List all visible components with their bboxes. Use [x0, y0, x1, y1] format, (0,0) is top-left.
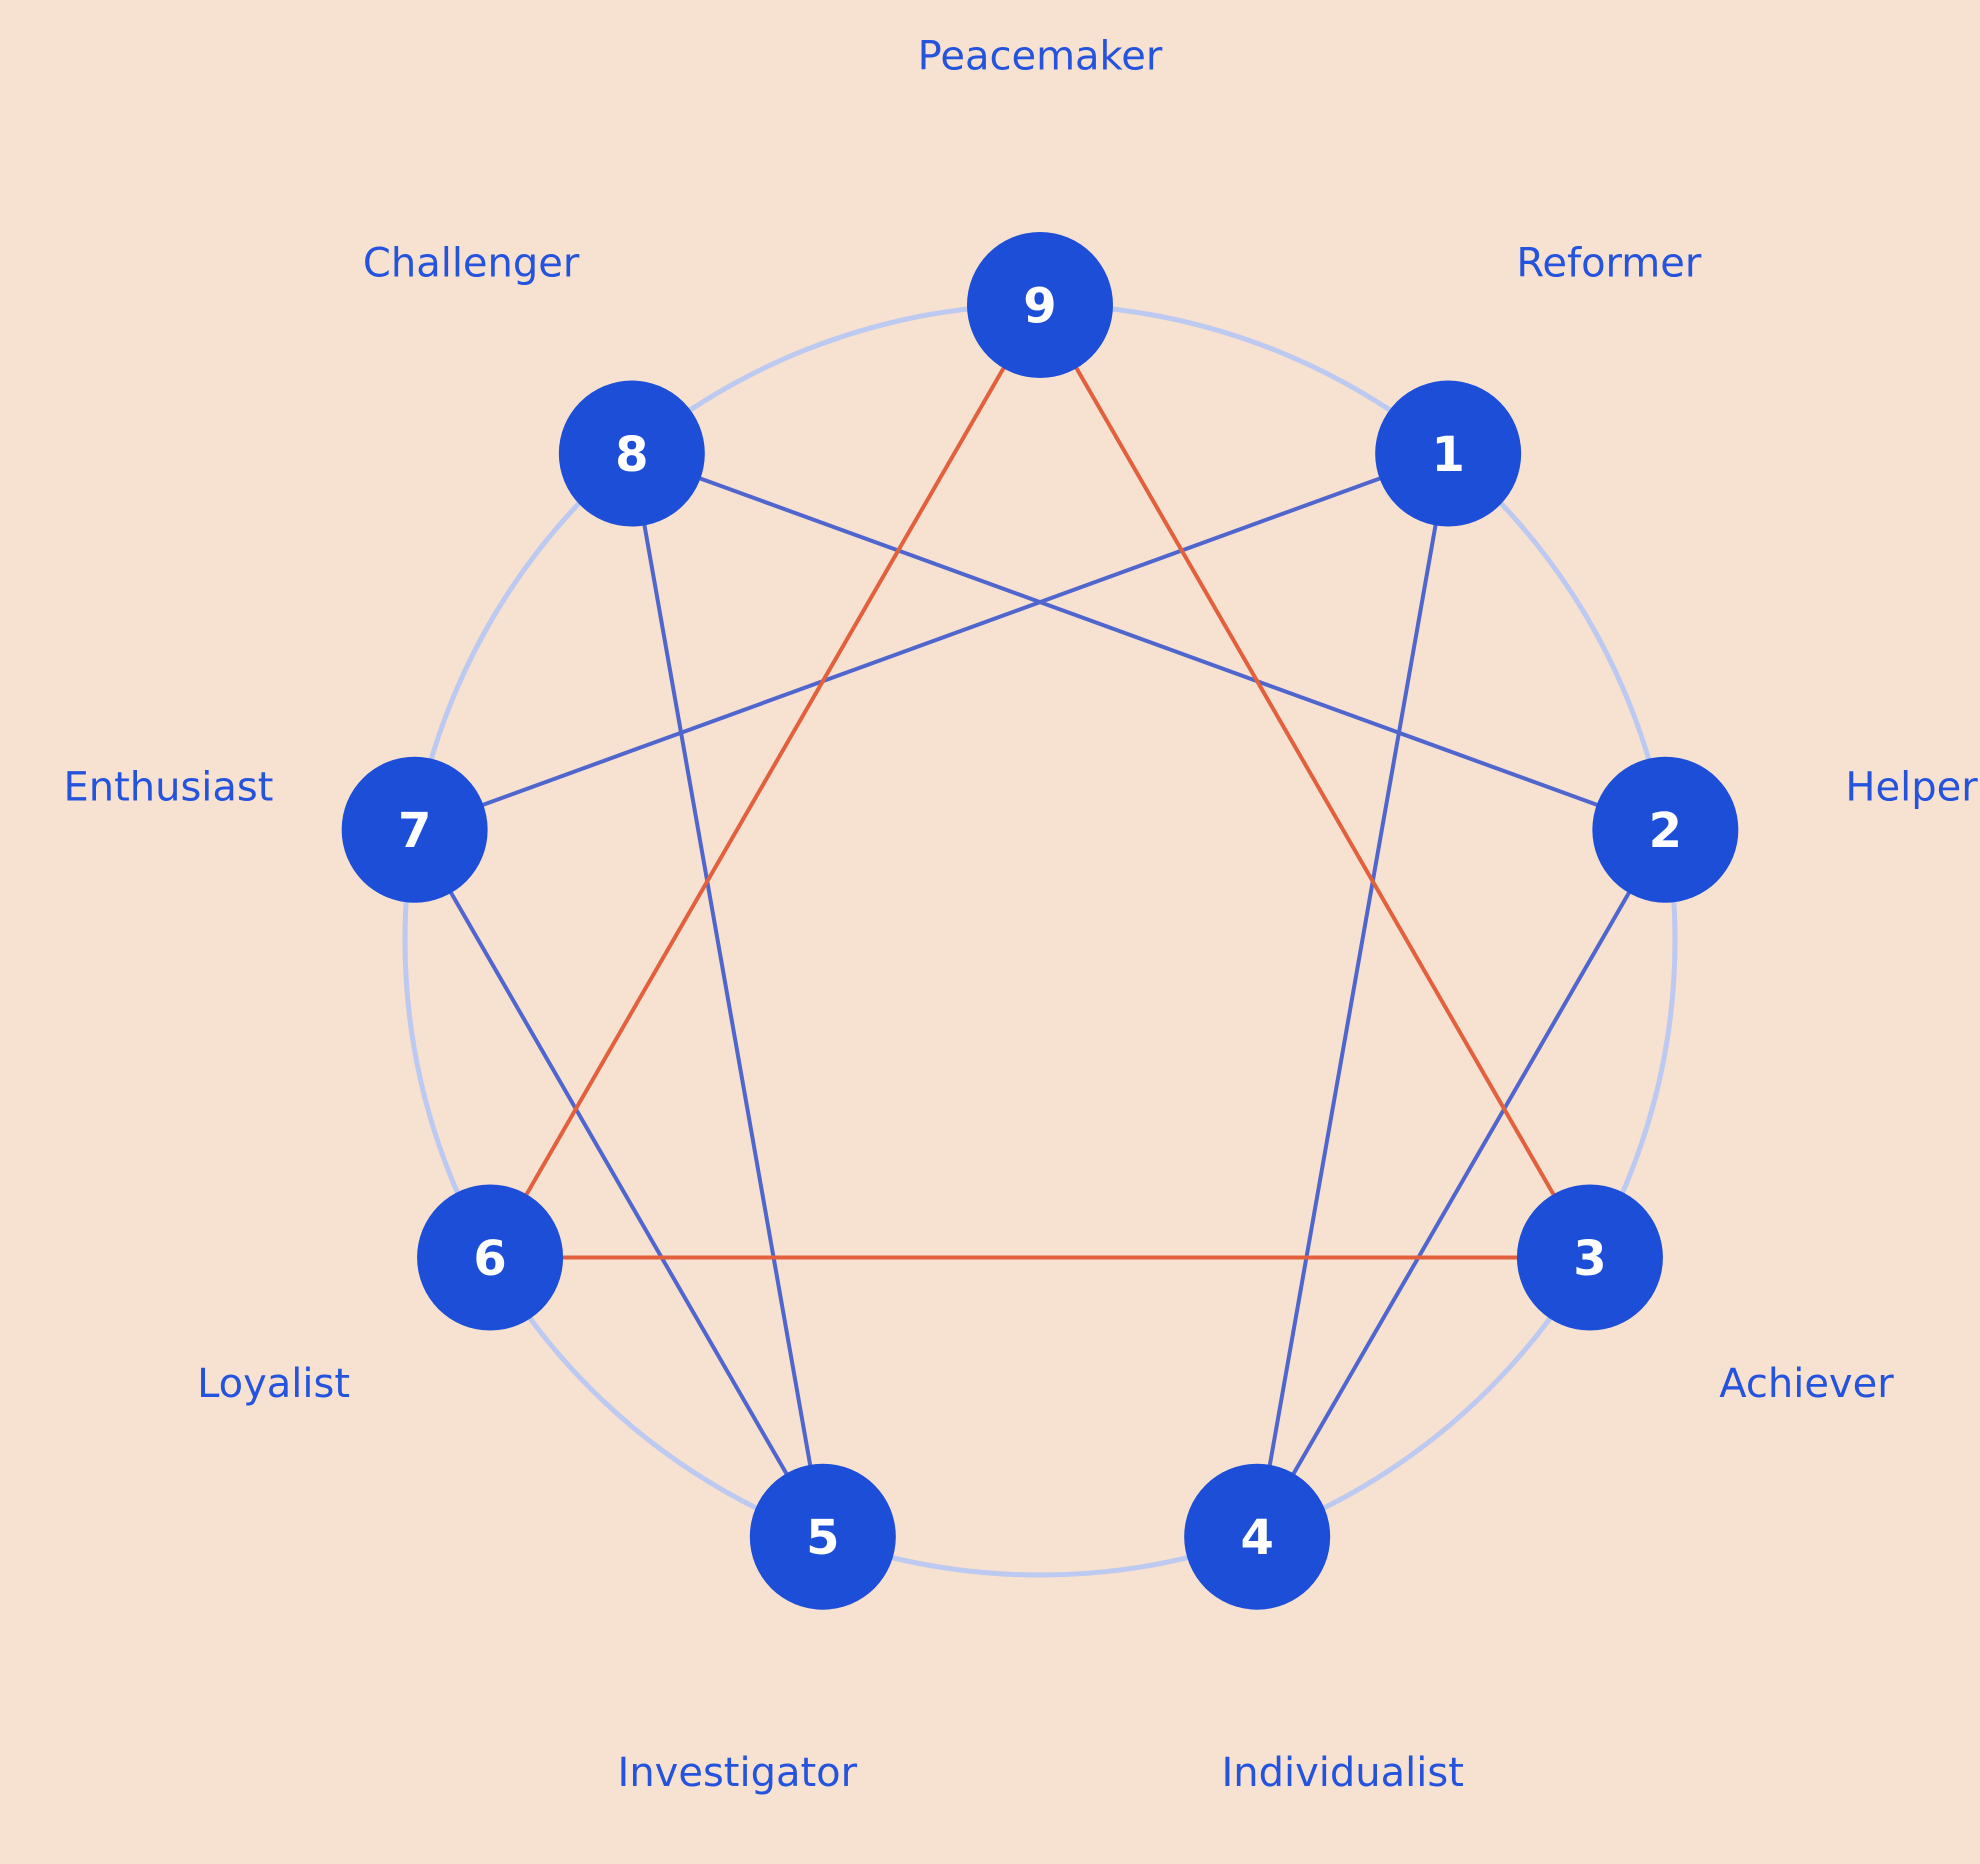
node-6-circle: [417, 1184, 564, 1331]
node-2: 2: [1592, 756, 1739, 903]
node-2-circle: [1592, 756, 1739, 903]
node-3-number: 3: [1573, 1231, 1606, 1287]
node-8-circle: [558, 380, 705, 527]
label-investigator: Investigator: [618, 1750, 858, 1796]
node-6-number: 6: [473, 1231, 506, 1287]
label-individualist: Individualist: [1221, 1750, 1463, 1796]
node-5: 5: [749, 1463, 896, 1610]
label-helper: Helper: [1845, 765, 1978, 811]
node-6: 6: [417, 1184, 564, 1331]
node-5-circle: [749, 1463, 896, 1610]
node-8-number: 8: [615, 427, 648, 483]
node-7: 7: [341, 756, 488, 903]
node-9: 9: [967, 232, 1113, 378]
node-1-circle: [1375, 380, 1522, 527]
node-7-circle: [341, 756, 488, 903]
node-4: 4: [1184, 1463, 1331, 1610]
node-5-number: 5: [806, 1510, 839, 1566]
hexad-line-8-5: [629, 453, 825, 1538]
label-loyalist: Loyalist: [197, 1361, 350, 1407]
label-peacemaker: Peacemaker: [918, 33, 1163, 79]
label-achiever: Achiever: [1719, 1361, 1894, 1407]
node-1: 1: [1375, 380, 1522, 527]
node-7-number: 7: [398, 803, 431, 859]
label-enthusiast: Enthusiast: [63, 765, 273, 811]
triangle-line-9-3: [1038, 303, 1592, 1259]
node-3: 3: [1516, 1184, 1663, 1331]
node-1-number: 1: [1431, 427, 1464, 483]
node-4-circle: [1184, 1463, 1331, 1610]
triangle-line-6-9: [488, 304, 1042, 1259]
hexad-line-1-4: [1255, 453, 1451, 1538]
label-reformer: Reformer: [1516, 240, 1701, 286]
node-3-circle: [1516, 1184, 1663, 1331]
hexad-line-5-7: [412, 828, 825, 1538]
node-8: 8: [558, 380, 705, 527]
label-challenger: Challenger: [363, 240, 580, 286]
hexad-line-7-1: [413, 451, 1449, 832]
node-4-number: 4: [1240, 1510, 1273, 1566]
hexad-line-2-8: [631, 451, 1667, 832]
hexad-line-4-2: [1255, 828, 1668, 1538]
node-9-circle: [967, 232, 1113, 378]
node-9-number: 9: [1023, 278, 1056, 334]
node-2-number: 2: [1649, 803, 1682, 859]
